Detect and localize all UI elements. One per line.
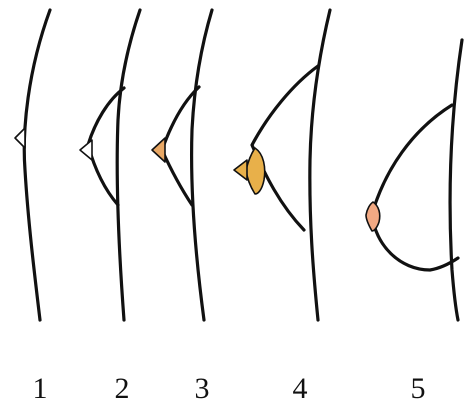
stage-4-body-contour [310,10,330,320]
stage-4-areola [246,148,265,194]
stage-3-areola [152,138,165,162]
stage-1-label: 1 [33,372,48,405]
stage-1-figure [15,10,50,320]
stage-4-label: 4 [293,372,308,405]
stage-3-body-contour [192,10,212,320]
stage-5-label: 5 [411,372,426,405]
stage-3-label: 3 [195,372,210,405]
stage-4-nipple [234,160,247,180]
stage-4-breast-mound [252,66,318,230]
stage-3-figure [152,10,212,320]
stage-2-body-contour [117,10,140,320]
stage-2-label: 2 [115,372,130,405]
stage-2-figure [80,10,140,320]
stage-5-figure [366,40,462,320]
stage-1-areola [15,128,25,148]
stage-5-breast-mound [372,105,458,270]
stage-2-areola [80,140,92,160]
stage-1-body-contour [24,10,50,320]
stage-5-body-contour [450,40,462,320]
stage-4-figure [234,10,330,320]
stage-5-areola [366,202,380,231]
